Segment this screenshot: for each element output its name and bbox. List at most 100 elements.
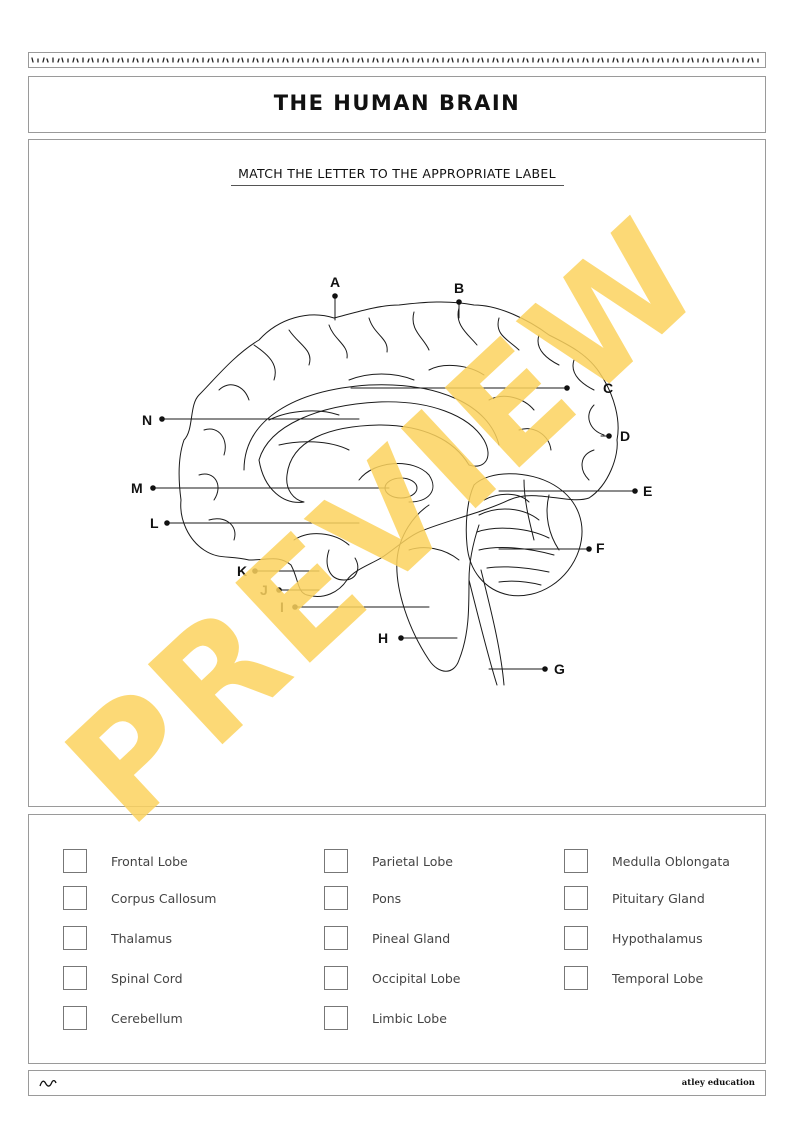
- dash-mark: [162, 57, 165, 63]
- dash-mark: [451, 57, 454, 63]
- dash-mark: [252, 57, 255, 63]
- corpus-callosum: [258, 401, 489, 503]
- option-label: Corpus Callosum: [111, 891, 217, 906]
- option-label: Frontal Lobe: [111, 854, 188, 869]
- dash-mark: [552, 57, 555, 63]
- label-letter-j: J: [260, 582, 268, 598]
- dash-mark: [301, 57, 304, 63]
- thalamus-shape: [384, 477, 418, 499]
- checkbox[interactable]: [324, 966, 348, 990]
- dash-mark: [747, 58, 750, 63]
- dash-mark: [342, 57, 345, 63]
- dash-mark: [271, 57, 274, 63]
- option-label: Parietal Lobe: [372, 854, 453, 869]
- dash-mark: [492, 57, 495, 63]
- checkbox[interactable]: [63, 966, 87, 990]
- dash-mark: [237, 58, 240, 63]
- dash-mark: [297, 58, 300, 63]
- label-letter-d: D: [620, 428, 630, 444]
- checkbox[interactable]: [63, 849, 87, 873]
- dash-mark: [687, 58, 690, 63]
- dash-mark: [387, 58, 390, 63]
- checkbox[interactable]: [324, 1006, 348, 1030]
- dash-mark: [402, 57, 405, 63]
- checkbox[interactable]: [63, 886, 87, 910]
- instruction-underline: [231, 185, 564, 186]
- dash-mark: [282, 57, 285, 63]
- label-letter-g: G: [554, 661, 565, 677]
- dash-mark: [477, 58, 480, 63]
- dash-mark: [177, 58, 180, 63]
- spinal-cord: [468, 569, 505, 686]
- dash-mark: [357, 58, 360, 63]
- dash-mark: [631, 57, 634, 63]
- dash-pattern: [31, 57, 759, 63]
- dash-mark: [706, 58, 709, 63]
- cerebrum-outline: [178, 301, 619, 597]
- brain-diagram: A B C D E F G H I J K L M N: [131, 274, 652, 686]
- dash-mark: [616, 58, 619, 63]
- label-letter-e: E: [643, 483, 652, 499]
- dash-mark: [267, 58, 270, 63]
- dash-mark: [211, 57, 214, 63]
- option-label: Thalamus: [111, 931, 172, 946]
- dash-mark: [702, 57, 705, 63]
- diagram-panel: MATCH THE LETTER TO THE APPROPRIATE LABE…: [28, 139, 766, 807]
- title-box: THE HUMAN BRAIN: [28, 76, 766, 133]
- dash-mark: [226, 58, 229, 63]
- dash-mark: [567, 58, 570, 63]
- checkbox[interactable]: [564, 886, 588, 910]
- instruction-text: MATCH THE LETTER TO THE APPROPRIATE LABE…: [238, 166, 556, 181]
- dash-mark: [327, 58, 330, 63]
- option-label: Spinal Cord: [111, 971, 183, 986]
- dash-mark: [372, 57, 375, 63]
- label-letter-l: L: [150, 515, 159, 531]
- dash-mark: [672, 57, 675, 63]
- dash-mark: [57, 58, 60, 63]
- dash-mark: [61, 57, 64, 63]
- checkbox[interactable]: [564, 926, 588, 950]
- dash-mark: [256, 58, 259, 63]
- dash-mark: [361, 57, 364, 63]
- label-letter-c: C: [603, 380, 613, 396]
- dash-mark: [42, 57, 45, 63]
- checkbox[interactable]: [63, 1006, 87, 1030]
- checkbox[interactable]: [324, 886, 348, 910]
- temporal-lobe: [293, 533, 350, 546]
- dash-mark: [241, 57, 244, 63]
- dash-mark: [586, 58, 589, 63]
- dash-mark: [91, 57, 94, 63]
- dash-mark: [102, 57, 105, 63]
- dash-mark: [31, 57, 34, 63]
- dash-mark: [376, 58, 379, 63]
- dash-mark: [391, 57, 394, 63]
- label-letter-f: F: [596, 540, 605, 556]
- dash-mark: [132, 57, 135, 63]
- footer: atley education: [28, 1070, 766, 1096]
- dash-mark: [507, 58, 510, 63]
- dash-mark: [721, 57, 724, 63]
- dash-mark: [432, 57, 435, 63]
- checkbox[interactable]: [324, 926, 348, 950]
- dash-mark: [87, 58, 90, 63]
- dash-mark: [691, 57, 694, 63]
- dash-mark: [601, 57, 604, 63]
- cerebellum: [465, 473, 583, 597]
- dash-mark: [466, 58, 469, 63]
- label-letter-n: N: [142, 412, 152, 428]
- option-label: Cerebellum: [111, 1011, 183, 1026]
- dash-mark: [46, 58, 49, 63]
- dash-mark: [511, 57, 514, 63]
- dash-mark: [657, 58, 660, 63]
- dash-mark: [151, 57, 154, 63]
- checkbox[interactable]: [564, 849, 588, 873]
- dash-mark: [346, 58, 349, 63]
- dash-mark: [222, 57, 225, 63]
- checkbox[interactable]: [63, 926, 87, 950]
- checkbox[interactable]: [564, 966, 588, 990]
- dash-mark: [436, 58, 439, 63]
- dash-mark: [736, 58, 739, 63]
- dash-mark: [166, 58, 169, 63]
- checkbox[interactable]: [324, 849, 348, 873]
- dash-mark: [522, 57, 525, 63]
